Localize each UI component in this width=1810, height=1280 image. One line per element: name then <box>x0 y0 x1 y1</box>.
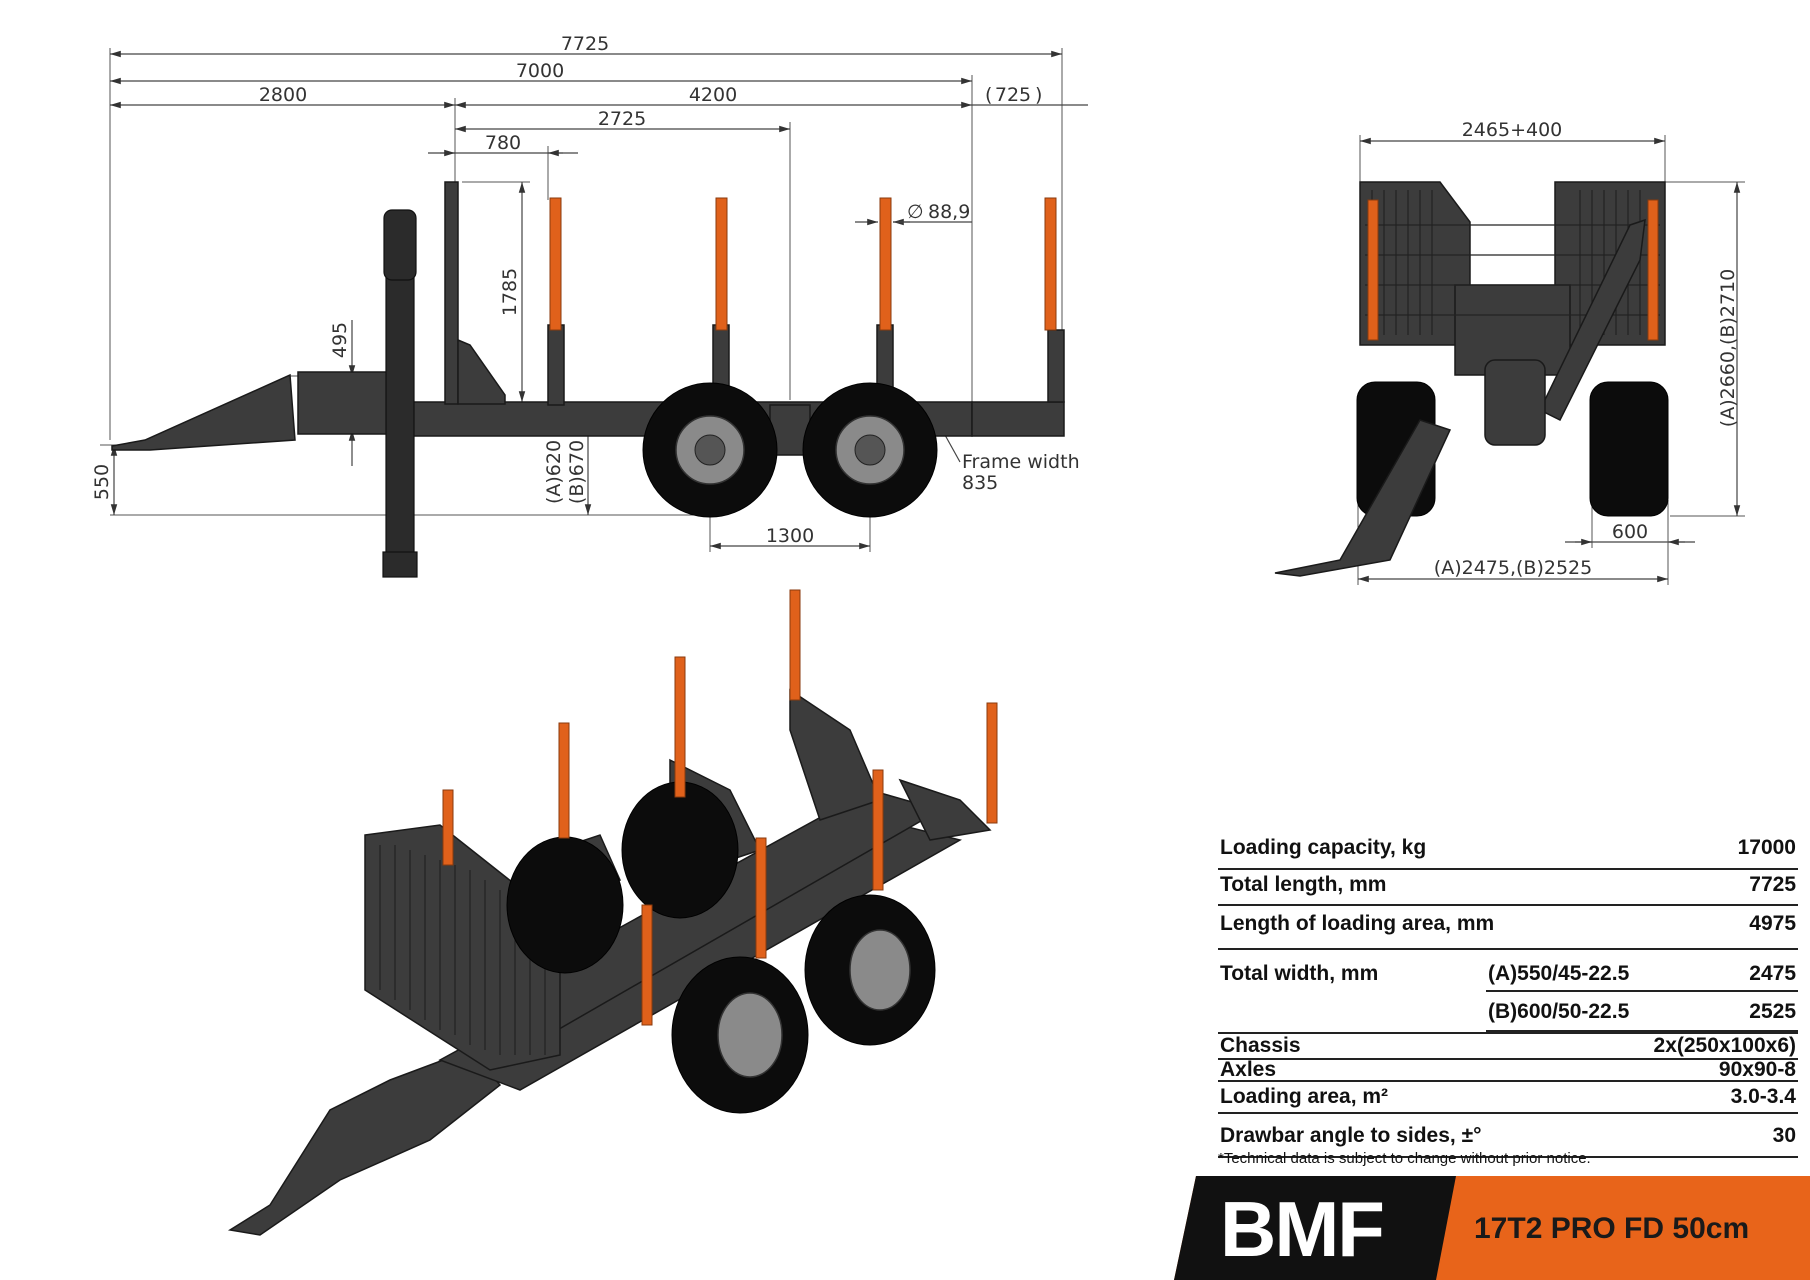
spec-variant: (B)600/50-22.5 <box>1488 1000 1630 1023</box>
model-name: 17T2 PRO FD 50cm <box>1474 1212 1750 1245</box>
dim-length-4200: 4200 <box>689 84 737 106</box>
spec-value: 4975 <box>1749 912 1796 935</box>
dim-frame-height-b: (B)670 <box>566 440 588 504</box>
iso-stake-6 <box>755 837 767 959</box>
rear-extension <box>971 401 1065 437</box>
bunk-left <box>1359 181 1471 346</box>
support-leg-foot <box>382 551 418 578</box>
rear-post-stub <box>1047 329 1065 403</box>
dim-rear-height: (A)2660,(B)2710 <box>1717 269 1739 427</box>
spec-row-loading-area: Loading area, m² 3.0-3.4 <box>1218 1082 1798 1114</box>
rear-stake-right <box>1647 199 1659 341</box>
disclaimer: *Technical data is subject to change wit… <box>1218 1150 1591 1167</box>
spec-row-drawbar-angle: Drawbar angle to sides, ±° 30 <box>1218 1114 1798 1158</box>
spec-value: 2x(250x100x6) <box>1653 1034 1796 1057</box>
iso-stake-5 <box>641 904 653 1026</box>
rear-wheel-right <box>1589 381 1669 517</box>
spec-label: Axles <box>1220 1058 1277 1081</box>
spec-subrow-a: (A)550/45-22.5 2475 <box>1486 950 1798 992</box>
spec-label: Length of loading area, mm <box>1220 912 1495 935</box>
spec-row-chassis: Chassis 2x(250x100x6) <box>1218 1032 1798 1060</box>
rear-drawbar <box>1274 419 1452 577</box>
front-stake-brace <box>457 338 506 405</box>
stake-4 <box>1044 197 1057 331</box>
paren-close: ) <box>1035 84 1042 106</box>
hitch-plate <box>1484 359 1546 446</box>
spec-label: Total width, mm <box>1220 962 1379 985</box>
dim-post-height-1785: 1785 <box>499 268 521 316</box>
spec-label: Loading area, m² <box>1220 1085 1389 1108</box>
brand-bar-background <box>1174 1176 1810 1280</box>
dim-spacing-780: 780 <box>485 132 521 154</box>
loader-arm <box>1539 218 1646 422</box>
dim-hitch-495: 495 <box>329 322 351 358</box>
iso-stake-2 <box>558 722 570 839</box>
iso-bunk-4 <box>898 778 992 841</box>
iso-stake-1 <box>442 789 454 866</box>
stake-1 <box>549 197 562 331</box>
dim-axle-2725: 2725 <box>598 108 646 130</box>
spec-value: 2525 <box>1749 1000 1796 1023</box>
dim-tyre-width: 600 <box>1612 521 1648 543</box>
iso-drawbar <box>227 1049 502 1236</box>
spec-value: 30 <box>1772 1124 1796 1147</box>
spec-label: Chassis <box>1220 1034 1301 1057</box>
rear-view: 2465+400 (A)2660,(B)2710 600 (A)2475,(B)… <box>1274 119 1745 585</box>
bmf-logo: BMF <box>1220 1185 1385 1273</box>
stake-3 <box>879 197 892 331</box>
spec-label: Loading capacity, kg <box>1220 836 1427 859</box>
spec-row-total-length: Total length, mm 7725 <box>1218 870 1798 906</box>
dim-overall-length: 7725 <box>561 33 609 55</box>
frame-width-label: Frame width <box>962 451 1080 473</box>
iso-wheel-1 <box>506 836 624 974</box>
spec-row-total-width: Total width, mm (A)550/45-22.5 2475 (B)6… <box>1218 950 1798 1032</box>
spec-variant: (A)550/45-22.5 <box>1488 962 1630 985</box>
spec-value: 7725 <box>1749 873 1796 896</box>
dim-total-width: (A)2475,(B)2525 <box>1434 557 1592 579</box>
drawbar <box>111 373 296 451</box>
iso-stake-4 <box>789 589 801 701</box>
dim-rear-725: 725 <box>995 84 1031 106</box>
iso-stake-3 <box>674 656 686 798</box>
front-stake <box>444 181 459 405</box>
dim-bunk-width: 2465+400 <box>1462 119 1563 141</box>
isometric-view <box>227 589 998 1236</box>
paren-open: ( <box>985 84 992 106</box>
spec-label: Total length, mm <box>1220 873 1387 896</box>
spec-label: Drawbar angle to sides, ±° <box>1220 1124 1482 1147</box>
diameter-symbol: ∅ <box>907 201 924 223</box>
dim-drawbar-2800: 2800 <box>259 84 307 106</box>
dim-axle-spacing: 1300 <box>766 525 814 547</box>
spec-row-loading-length: Length of loading area, mm 4975 <box>1218 906 1798 950</box>
spec-value: 17000 <box>1737 836 1796 859</box>
spec-row-axles: Axles 90x90-8 <box>1218 1058 1798 1082</box>
dim-hitch-550: 550 <box>91 464 113 500</box>
spec-value: 90x90-8 <box>1718 1058 1796 1081</box>
brand-bar: BMF 17T2 PRO FD 50cm <box>1174 1176 1810 1280</box>
support-leg-cap <box>383 209 417 281</box>
dim-total-7000: 7000 <box>516 60 564 82</box>
iso-wheel-2 <box>621 781 739 919</box>
stake-2 <box>715 197 728 331</box>
bunk-post-1 <box>547 324 565 406</box>
frame-width-value: 835 <box>962 472 998 494</box>
spec-value: 2475 <box>1749 962 1796 985</box>
spec-value: 3.0-3.4 <box>1730 1085 1796 1108</box>
iso-stake-7 <box>872 769 884 891</box>
spec-subrow-b: (B)600/50-22.5 2525 <box>1486 992 1798 1032</box>
iso-stake-8 <box>986 702 998 824</box>
spec-row-loading-capacity: Loading capacity, kg 17000 <box>1218 828 1798 870</box>
dim-frame-height-a: (A)620 <box>543 440 565 504</box>
side-view: 7725 7000 2800 4200 ( 725 ) 2725 780 178… <box>91 33 1088 578</box>
dim-post-diameter: 88,9 <box>928 201 970 223</box>
rear-stake-left <box>1367 199 1379 341</box>
iso-bunk-3 <box>789 688 882 821</box>
